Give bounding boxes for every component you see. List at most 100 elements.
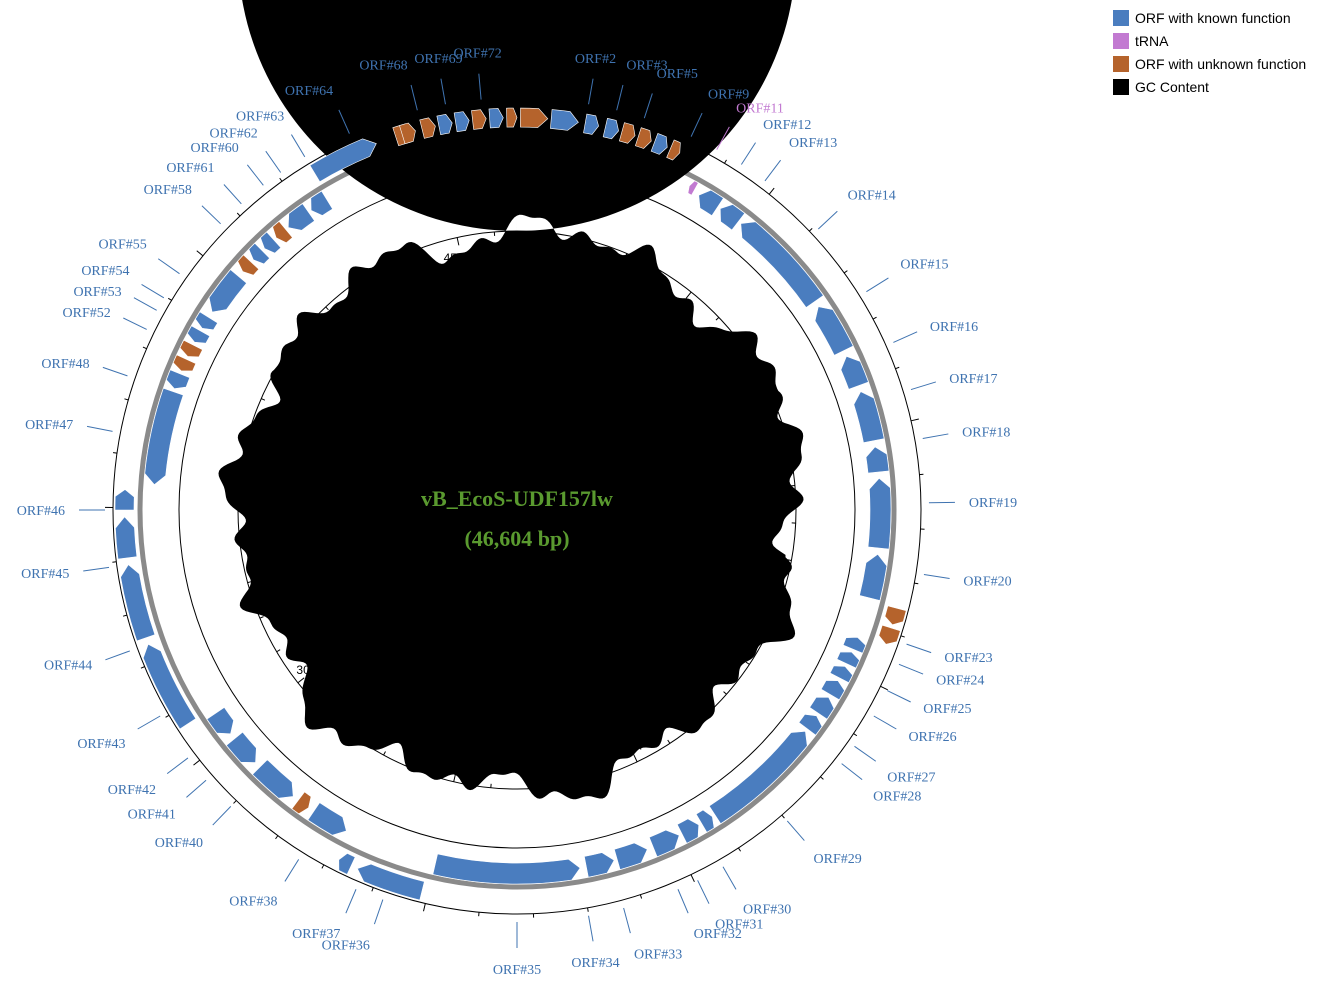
outer-tick	[233, 800, 237, 804]
orf-label: ORF#25	[923, 702, 971, 717]
outer-tick	[853, 733, 858, 737]
orf-leader-line	[290, 134, 306, 158]
feature-arrow	[829, 665, 853, 684]
feature-arrow	[166, 369, 191, 389]
feature-arrow	[859, 553, 888, 601]
feature-arrow	[884, 605, 907, 626]
feature-arrow	[338, 853, 356, 875]
inner-tick	[739, 345, 744, 350]
orf-leader-line	[910, 381, 937, 391]
inner-tick	[351, 731, 355, 736]
outer-tick	[914, 582, 919, 585]
legend-label: ORF with unknown function	[1135, 55, 1307, 72]
outer-tick	[142, 346, 147, 350]
orf-label: ORF#29	[814, 852, 862, 867]
feature-arrow	[310, 190, 333, 216]
feature-arrow	[206, 706, 234, 735]
gc-content-track	[218, 0, 804, 800]
orf-leader-line	[410, 84, 418, 111]
orf-leader-line	[893, 331, 918, 343]
orf-label: ORF#35	[493, 963, 541, 978]
orf-label: ORF#30	[743, 902, 791, 917]
inner-tick	[259, 616, 264, 619]
feature-arrow	[260, 231, 282, 254]
orf-leader-line	[212, 806, 232, 826]
outer-tick	[112, 452, 118, 454]
inner-tick	[589, 240, 592, 246]
outer-tick	[843, 270, 848, 274]
orf-label: ORF#46	[17, 504, 65, 519]
orf-label: ORF#44	[44, 659, 92, 674]
orf-label: ORF#60	[190, 141, 238, 156]
outer-tick	[872, 316, 877, 320]
orf-label: ORF#14	[848, 189, 896, 204]
feature-arrow	[252, 759, 294, 799]
inner-tick	[564, 780, 567, 785]
feature-arrow	[695, 809, 715, 833]
orf-label: ORF#24	[936, 673, 984, 688]
inner-tick	[299, 334, 307, 340]
orf-leader-line	[338, 109, 350, 134]
inner-tick	[325, 306, 329, 311]
feature-arrow	[179, 339, 203, 358]
feature-arrow	[602, 117, 619, 140]
orf-leader-line	[440, 78, 446, 105]
outer-tick	[193, 759, 201, 766]
orf-leader-line	[588, 78, 594, 105]
inner-tick	[354, 282, 358, 287]
orf-leader-line	[133, 297, 157, 311]
outer-tick	[428, 107, 431, 116]
feature-arrow	[550, 109, 579, 131]
orf-leader-line	[137, 715, 161, 730]
feature-arrow	[291, 791, 312, 815]
orf-label: ORF#23	[944, 651, 992, 666]
orf-leader-line	[223, 184, 242, 205]
legend-label: GC Content	[1135, 78, 1209, 95]
orf-label: ORF#53	[73, 285, 121, 300]
outer-tick	[639, 894, 643, 899]
orf-label: ORF#2	[575, 52, 616, 67]
orf-leader-line	[643, 93, 653, 119]
inner-tick	[600, 771, 603, 776]
outer-tick	[808, 228, 813, 232]
feature-arrow	[172, 354, 197, 372]
legend-item-unknown: ORF with unknown function	[1113, 52, 1306, 75]
scale-label: 35 kbp	[241, 501, 277, 515]
feature-arrow	[115, 516, 138, 560]
feature-arrow	[120, 564, 156, 642]
orf-label: ORF#31	[715, 917, 763, 932]
scale-label: 45 kbp	[444, 251, 480, 265]
feature-arrow	[618, 122, 636, 144]
inner-tick	[453, 773, 456, 782]
inner-tick	[417, 766, 420, 771]
feature-arrow	[471, 109, 487, 130]
orf-leader-line	[697, 880, 710, 904]
orf-label: ORF#19	[969, 496, 1017, 511]
feature-arrow	[356, 863, 425, 901]
outer-tick	[820, 776, 824, 780]
outer-tick	[880, 685, 888, 691]
feature-arrow	[195, 311, 219, 331]
outer-tick	[122, 614, 128, 617]
orf-leader-line	[677, 889, 689, 914]
orf-label: ORF#64	[285, 84, 333, 99]
feature-arrow	[809, 696, 835, 720]
feature-arrow	[237, 254, 260, 276]
orf-leader-line	[141, 283, 165, 299]
orf-label: ORF#33	[634, 948, 682, 963]
inner-tick	[774, 411, 779, 415]
orf-leader-line	[186, 779, 207, 798]
legend: ORF with known function tRNA ORF with un…	[1113, 6, 1306, 98]
orf-label: ORF#52	[63, 306, 111, 321]
orf-leader-line	[345, 889, 357, 914]
orf-leader-line	[716, 126, 730, 150]
inner-tick	[745, 661, 750, 665]
feature-arrow	[842, 636, 867, 654]
inner-tick	[456, 237, 460, 246]
inner-tick	[553, 233, 555, 238]
orf-leader-line	[246, 164, 264, 186]
inner-tick	[386, 263, 390, 268]
scale-label: 40 kbp	[298, 341, 334, 355]
outer-tick	[321, 864, 325, 869]
scale-label: 5 kbp	[663, 301, 693, 315]
